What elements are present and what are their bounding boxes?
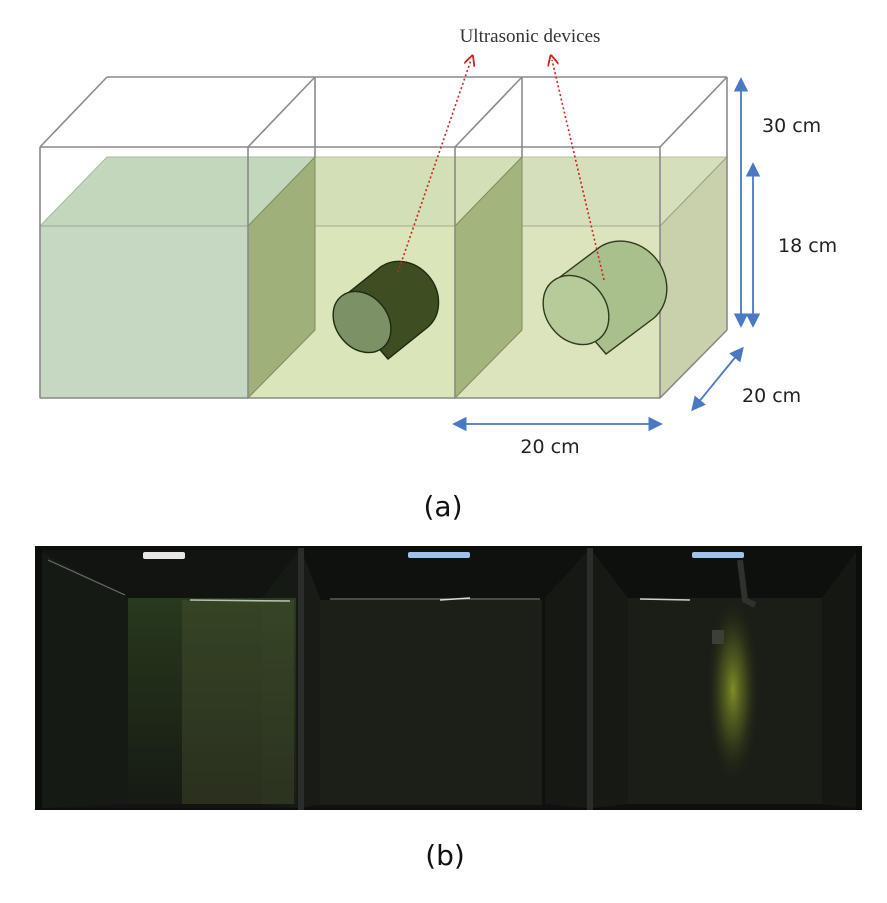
tank-outline — [39, 76, 728, 399]
dimension-arrow-depth — [691, 346, 744, 412]
ultrasonic-devices-label: Ultrasonic devices — [460, 26, 601, 47]
ultrasonic-device-light — [542, 240, 668, 355]
caption-b: (b) — [425, 839, 465, 872]
photo-compartment-left — [42, 550, 298, 808]
annotation-arrow-2 — [552, 60, 605, 281]
tank-diagram: Ultrasonic devices 30 cm 18 cm 20 cm 20 … — [38, 26, 837, 458]
photo-compartment-middle — [302, 550, 587, 808]
dimension-label-width: 20 cm — [520, 436, 579, 458]
caption-a: (a) — [423, 490, 462, 523]
tank-photograph — [35, 546, 862, 810]
annotation-arrow-1 — [397, 60, 471, 273]
photo-compartment-right — [593, 550, 856, 808]
dimension-label-depth: 20 cm — [742, 385, 801, 407]
dimension-label-30cm: 30 cm — [762, 115, 821, 137]
dimension-label-18cm: 18 cm — [778, 235, 837, 257]
water-front-left — [39, 225, 249, 399]
ultrasonic-device-dark — [332, 260, 440, 360]
